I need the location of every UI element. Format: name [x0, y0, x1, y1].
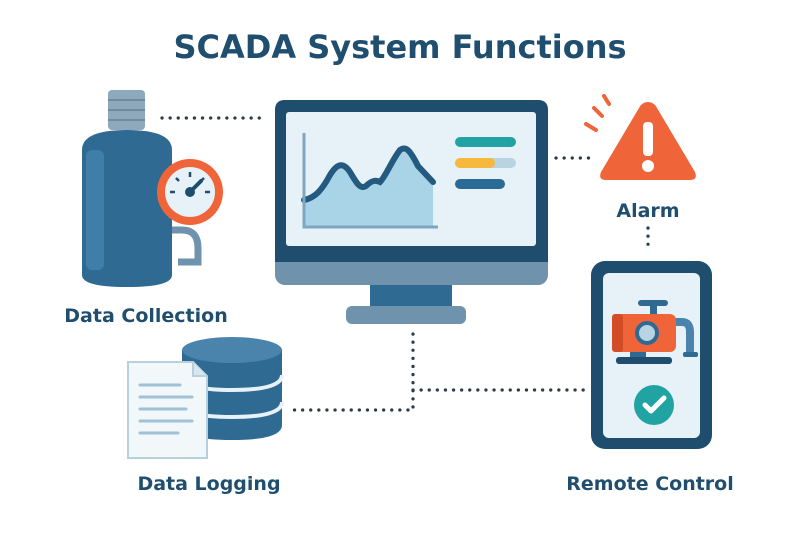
phone-pump-icon	[591, 261, 712, 449]
data-logging-label: Data Logging	[137, 473, 280, 495]
data-collection-label: Data Collection	[64, 305, 227, 327]
connector-lines	[160, 116, 650, 412]
page-title: SCADA System Functions	[173, 28, 626, 66]
alarm-label: Alarm	[616, 200, 679, 222]
tank-gauge-icon	[82, 90, 223, 287]
alarm-icon	[584, 94, 696, 180]
database-document-icon	[127, 337, 284, 459]
monitor-icon	[275, 100, 548, 324]
remote-control-label: Remote Control	[566, 473, 734, 495]
